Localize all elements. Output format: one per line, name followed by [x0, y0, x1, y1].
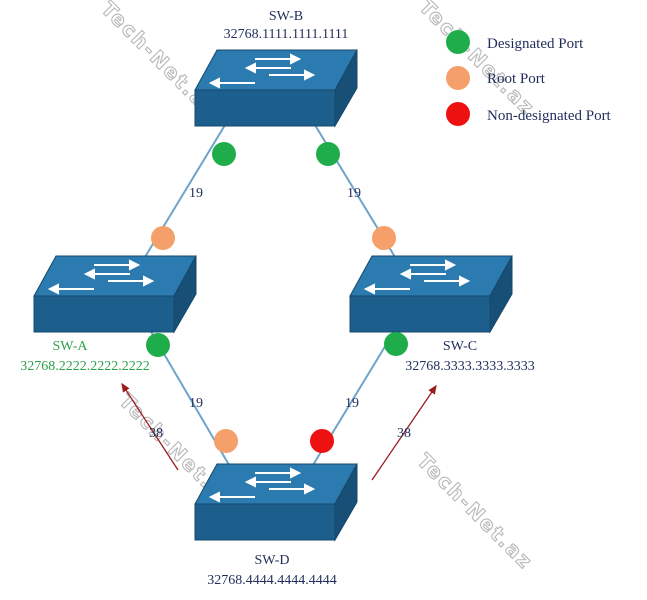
ports	[146, 142, 408, 453]
path-cost-via-swc: 38	[397, 426, 411, 441]
cost-swb-swa: 19	[189, 186, 203, 201]
swc-name: SW-C	[443, 339, 477, 354]
swd-name: SW-D	[255, 553, 290, 568]
legend-designated-swatch	[446, 30, 470, 54]
arrow-path-via-swa	[121, 382, 179, 471]
swa-name: SW-A	[53, 339, 89, 354]
swc-bridge-id: 32768.3333.3333.3333	[405, 359, 535, 374]
legend-root-swatch	[446, 66, 470, 90]
port-swd-non-designated	[310, 429, 334, 453]
cost-swb-swc: 19	[347, 186, 361, 201]
watermark-text: Tech-Net.az	[412, 449, 538, 575]
cost-swa-swd: 19	[189, 396, 203, 411]
switch-swd	[194, 463, 358, 541]
legend-designated-label: Designated Port	[487, 36, 584, 52]
legend-root-label: Root Port	[487, 71, 546, 87]
switch-swa	[33, 255, 197, 333]
switch-icon	[194, 463, 358, 541]
swd-bridge-id: 32768.4444.4444.4444	[207, 573, 337, 588]
path-cost-via-swa: 38	[149, 426, 163, 441]
swa-bridge-id: 32768.2222.2222.2222	[20, 359, 150, 374]
port-swc-to-swd-designated	[384, 332, 408, 356]
port-swb-to-swc-designated	[316, 142, 340, 166]
arrow-path-via-swc	[371, 384, 437, 481]
switch-icon	[194, 49, 358, 127]
port-swb-to-swa-designated	[212, 142, 236, 166]
legend-non-designated-label: Non-designated Port	[487, 108, 612, 124]
swb-bridge-id: 32768.1111.1111.1111	[224, 27, 349, 42]
port-swa-root	[151, 226, 175, 250]
port-swd-root	[214, 429, 238, 453]
watermark-text: Tech-Net.az	[414, 0, 540, 120]
switch-swb	[194, 49, 358, 127]
port-swc-root	[372, 226, 396, 250]
swb-name: SW-B	[269, 9, 303, 24]
switch-swc	[349, 255, 513, 333]
cost-swc-swd: 19	[345, 396, 359, 411]
port-swa-to-swd-designated	[146, 333, 170, 357]
legend: Designated Port Root Port Non-designated…	[446, 30, 612, 126]
path-cost-arrows	[121, 382, 437, 481]
legend-non-designated-swatch	[446, 102, 470, 126]
switch-icon	[33, 255, 197, 333]
switch-icon	[349, 255, 513, 333]
